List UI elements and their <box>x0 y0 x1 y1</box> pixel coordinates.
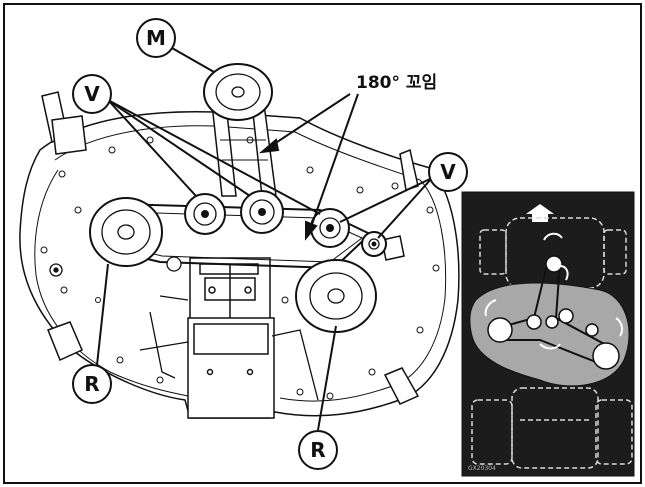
spindle-pulley-left <box>89 197 163 267</box>
inset-serial-code: GX20304 <box>468 465 496 472</box>
deck-holes <box>40 136 440 400</box>
callout-leaders <box>95 47 433 431</box>
callout-r-left: R <box>72 364 112 404</box>
callout-v-top-label: V <box>84 82 100 106</box>
inset-panel: GX20304 <box>461 191 635 477</box>
small-pulleys <box>49 256 182 277</box>
callout-v-top: V <box>72 74 112 114</box>
right-side-bracket <box>381 235 405 261</box>
callout-m-label: M <box>146 26 166 50</box>
callout-r-bottom: R <box>298 430 338 470</box>
bottom-left-bracket <box>47 321 83 362</box>
callout-v-right: V <box>428 152 468 192</box>
motor-pulley <box>203 63 273 121</box>
twist-note-label: 180° 꼬임 <box>356 72 437 93</box>
callout-m: M <box>136 18 176 58</box>
callout-r-left-label: R <box>84 372 99 396</box>
twist-arrows <box>258 93 359 241</box>
callout-r-bottom-label: R <box>310 438 325 462</box>
callout-v-right-label: V <box>440 160 456 184</box>
spindle-pulley-right <box>295 259 377 333</box>
idler-pulley-4 <box>361 231 387 257</box>
idler-pulley-2 <box>240 190 284 234</box>
inset-pulleys <box>487 255 620 370</box>
right-top-bracket <box>399 148 419 191</box>
inset-rotation-arrows <box>484 232 624 350</box>
deck-inner-rim <box>54 125 447 402</box>
center-bracket <box>187 257 275 419</box>
linkage-rods <box>139 295 319 401</box>
left-mount-plate <box>51 115 87 155</box>
bottom-right-bracket <box>383 367 420 405</box>
idler-pulley-1 <box>184 193 226 235</box>
idler-pulley-3 <box>310 208 350 248</box>
inset-tractor-outline <box>471 217 633 469</box>
